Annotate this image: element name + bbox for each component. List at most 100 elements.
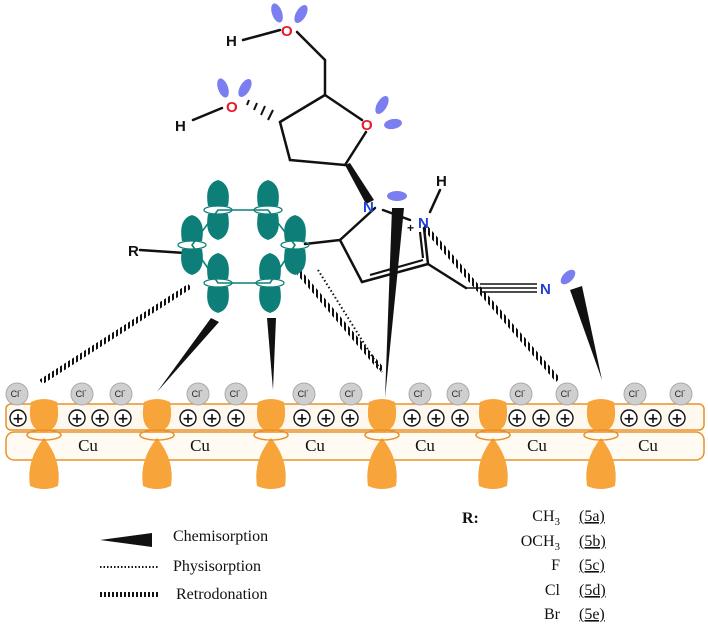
compound-code: (5e)	[579, 606, 605, 623]
atom-r: R	[128, 243, 139, 260]
atom-h-top: H	[226, 33, 237, 50]
compound-code: (5c)	[579, 557, 605, 574]
chloride-label: Cl-	[629, 388, 641, 399]
chloride-label: Cl-	[515, 388, 527, 399]
p-orbital	[177, 215, 207, 275]
positive-charge-site	[9, 409, 27, 427]
compound-code: (5b)	[579, 533, 606, 550]
cu-d-orbital	[253, 399, 289, 489]
cu-orbitals	[26, 399, 619, 489]
chloride-label: Cl-	[345, 388, 357, 399]
positive-charge-label: +	[206, 411, 218, 427]
chloride-ion	[623, 382, 647, 406]
substituent-header: R:	[462, 510, 479, 527]
inhibitor-molecule: H O H O O N N H + R N	[128, 3, 576, 313]
atom-n-nitrile: N	[540, 281, 551, 298]
substituent-group: CH3	[532, 508, 560, 528]
cu-label: Cu	[305, 436, 325, 455]
positive-charge-site	[620, 409, 638, 427]
legend-retrodonation: Retrodonation	[176, 586, 268, 603]
chemisorption-wedge	[570, 286, 602, 380]
compound-code: (5d)	[579, 582, 606, 599]
chloride-ions: Cl-Cl-Cl-Cl-Cl-Cl-Cl-Cl-Cl-Cl-Cl-Cl-Cl-	[5, 382, 693, 406]
legend-chemisorption: Chemisorption	[173, 528, 268, 545]
substituent-group: Br	[544, 606, 561, 623]
cu-d-orbital	[475, 399, 511, 489]
p-orbital	[203, 253, 233, 313]
p-orbital	[280, 215, 310, 275]
p-orbital	[253, 180, 283, 240]
chloride-ion	[408, 382, 432, 406]
chloride-ion	[669, 382, 693, 406]
positive-charge-site	[179, 409, 197, 427]
chloride-ion	[292, 382, 316, 406]
cu-label: Cu	[190, 436, 210, 455]
surface-layer-bottom	[5, 431, 705, 461]
positive-charge-site	[317, 409, 335, 427]
positive-charge-site	[532, 409, 550, 427]
substituent-group: Cl	[545, 582, 561, 599]
positive-charge-label: +	[406, 411, 418, 427]
positive-charge-site	[114, 409, 132, 427]
chloride-label: Cl-	[230, 388, 242, 399]
cu-label: Cu	[638, 436, 658, 455]
chloride-ion	[446, 382, 470, 406]
legend-wedge-symbol	[100, 533, 152, 547]
positive-charge: +	[407, 221, 414, 235]
legend-physisorption: Physisorption	[173, 558, 261, 575]
atom-n1: N	[363, 199, 374, 216]
legend: Chemisorption Physisorption Retrodonatio…	[100, 528, 268, 603]
positive-charge-site	[227, 409, 245, 427]
positive-charge-label: +	[559, 411, 571, 427]
cu-d-orbital	[583, 399, 619, 489]
chloride-label: Cl-	[561, 388, 573, 399]
positive-charge-label: +	[71, 411, 83, 427]
compound-code: (5a)	[579, 508, 605, 525]
retrodonation-line	[295, 268, 384, 372]
atom-o-ring: O	[361, 117, 373, 134]
positive-charge-site	[556, 409, 574, 427]
legend-hatched-symbol	[100, 592, 158, 597]
positive-charge-site	[341, 409, 359, 427]
chloride-label: Cl-	[115, 388, 127, 399]
chloride-ion	[5, 382, 29, 406]
positive-charge-label: +	[430, 411, 442, 427]
atom-h-mid: H	[175, 118, 186, 135]
chemisorption-wedge	[267, 318, 276, 390]
chloride-label: Cl-	[452, 388, 464, 399]
cu-label: Cu	[415, 436, 435, 455]
atom-o-top: O	[281, 23, 293, 40]
positive-charge-site	[403, 409, 421, 427]
chemisorption-wedge	[157, 318, 219, 392]
chemisorption-wedge	[385, 208, 404, 398]
physisorption-line	[317, 269, 383, 373]
chloride-label: Cl-	[76, 388, 88, 399]
positive-charge-site	[508, 409, 526, 427]
interaction-lines	[39, 208, 602, 398]
plus-charges: +++++++++++++++++++	[9, 409, 686, 427]
positive-charge-label: +	[230, 411, 242, 427]
positive-charge-label: +	[296, 411, 308, 427]
phenyl-ring	[177, 180, 310, 313]
atom-n2: N	[418, 215, 429, 232]
cu-d-orbital	[26, 399, 62, 489]
chloride-label: Cl-	[192, 388, 204, 399]
positive-charge-label: +	[623, 411, 635, 427]
chloride-label: Cl-	[414, 388, 426, 399]
chloride-label: Cl-	[298, 388, 310, 399]
positive-charge-label: +	[511, 411, 523, 427]
atom-o-mid: O	[226, 99, 238, 116]
positive-charge-label: +	[535, 411, 547, 427]
chloride-ion	[339, 382, 363, 406]
positive-charge-label: +	[94, 411, 106, 427]
positive-charge-site	[451, 409, 469, 427]
chloride-ion	[224, 382, 248, 406]
chloride-ion	[509, 382, 533, 406]
positive-charge-site	[668, 409, 686, 427]
substituent-group: F	[551, 557, 560, 574]
cu-label: Cu	[527, 436, 547, 455]
positive-charge-site	[427, 409, 445, 427]
